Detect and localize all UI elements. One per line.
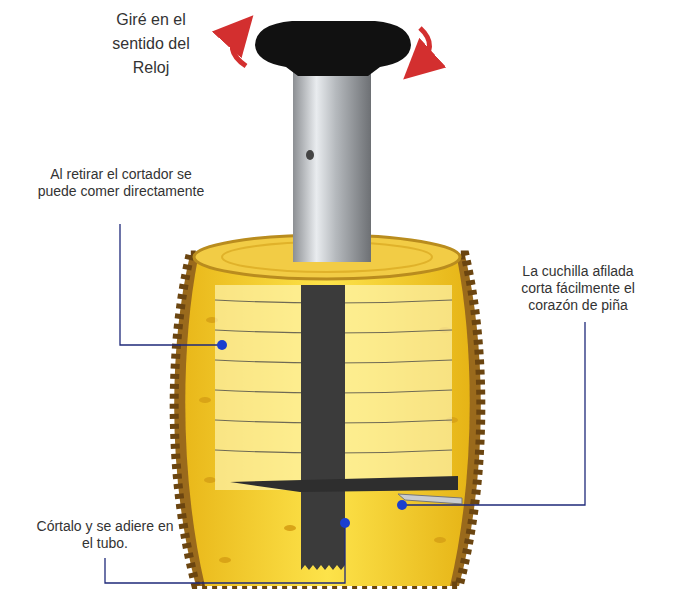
handle (255, 21, 411, 76)
core-tube (301, 285, 345, 570)
leader-lines (105, 224, 585, 583)
callout-text: La cuchilla afilada corta fácilmente el … (508, 263, 648, 314)
rotate-arrow (418, 28, 430, 66)
callout-text: Córtalo y se adiere en el tubo. (30, 518, 180, 552)
rotate-arrow (232, 30, 246, 66)
steel-shaft (293, 72, 371, 262)
blade (230, 476, 458, 492)
pineapple-flesh (185, 258, 469, 586)
pineapple-skin (174, 255, 481, 586)
blade-edge (398, 494, 462, 504)
callout-text: Al retirar el cortador se puede comer di… (32, 166, 210, 200)
shaft-hole (306, 150, 314, 160)
leader-dots (217, 340, 407, 528)
rotation-note: Giré en el sentido del Reloj (108, 8, 194, 80)
